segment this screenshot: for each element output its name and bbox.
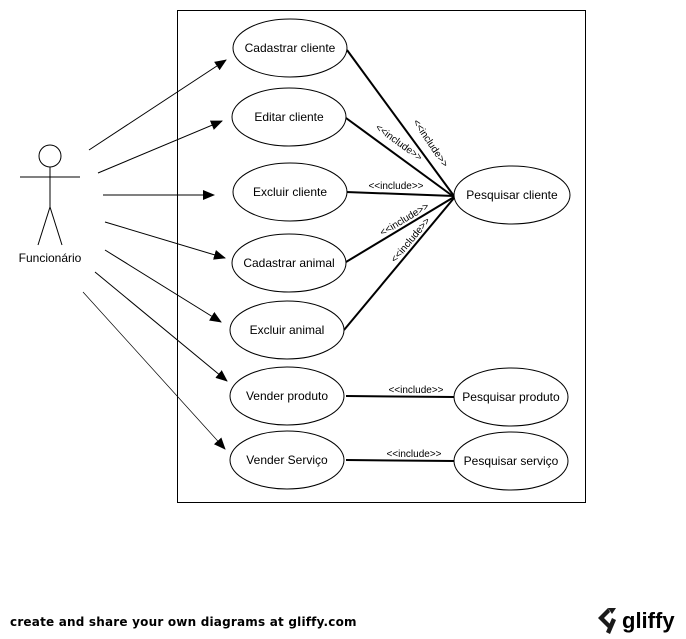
use-case-label: Pesquisar produto (462, 390, 560, 404)
gliffy-logo[interactable]: gliffy (596, 604, 680, 636)
use-case-cadastrar-animal[interactable]: Cadastrar animal (231, 233, 347, 293)
use-case-label: Excluir cliente (253, 185, 327, 199)
use-case-label: Editar cliente (254, 110, 324, 124)
use-case-label: Cadastrar animal (243, 256, 334, 270)
use-case-label: Pesquisar serviço (464, 454, 559, 468)
associations (82, 59, 228, 450)
include-labels: <<include>> <<include>> <<include>> <<in… (368, 118, 450, 460)
assoc-cadastrar-cliente (88, 59, 227, 151)
actor-funcionario[interactable]: Funcionário (19, 144, 82, 265)
use-case-label: Vender produto (246, 389, 328, 403)
use-case-label: Cadastrar cliente (245, 41, 336, 55)
include-line-excluir-animal (343, 197, 455, 331)
assoc-cadastrar-animal (104, 221, 226, 260)
actor-head (38, 144, 62, 168)
use-case-pesquisar-servico[interactable]: Pesquisar serviço (453, 431, 569, 491)
use-case-excluir-cliente[interactable]: Excluir cliente (232, 162, 348, 222)
use-case-pesquisar-produto[interactable]: Pesquisar produto (453, 367, 569, 427)
include-line-cadastrar-animal (345, 196, 455, 263)
use-case-vender-servico[interactable]: Vender Serviço (229, 430, 345, 490)
use-case-cadastrar-cliente[interactable]: Cadastrar cliente (232, 18, 348, 78)
actor-left-leg (37, 206, 51, 246)
include-relationships (343, 49, 455, 462)
use-case-label: Excluir animal (250, 323, 325, 337)
system-boundary (177, 10, 586, 503)
use-case-label: Pesquisar cliente (466, 188, 558, 202)
include-line-cadastrar (346, 49, 455, 197)
include-label-vender-servico: <<include>> (386, 449, 441, 460)
actor-label: Funcionário (19, 251, 82, 265)
use-case-vender-produto[interactable]: Vender produto (229, 366, 345, 426)
include-line-vender-produto (345, 395, 455, 398)
assoc-editar-cliente (97, 120, 223, 174)
assoc-vender-servico (82, 291, 226, 450)
use-case-label: Vender Serviço (246, 453, 328, 467)
include-label-vender-produto: <<include>> (388, 385, 443, 396)
include-line-excluir (345, 191, 455, 197)
assoc-vender-produto (94, 271, 228, 382)
gliffy-logo-text: gliffy (622, 608, 675, 633)
gliffy-logo-icon (598, 608, 616, 634)
use-case-editar-cliente[interactable]: Editar cliente (231, 87, 347, 147)
include-line-vender-servico (345, 459, 455, 462)
use-case-excluir-animal[interactable]: Excluir animal (229, 300, 345, 360)
actor-right-leg (49, 206, 63, 246)
use-case-pesquisar-cliente[interactable]: Pesquisar cliente (453, 165, 571, 225)
footer-link[interactable]: create and share your own diagrams at gl… (10, 615, 357, 629)
include-line-editar (345, 117, 455, 198)
include-label-excluir: <<include>> (368, 181, 423, 192)
assoc-excluir-animal (104, 249, 222, 323)
